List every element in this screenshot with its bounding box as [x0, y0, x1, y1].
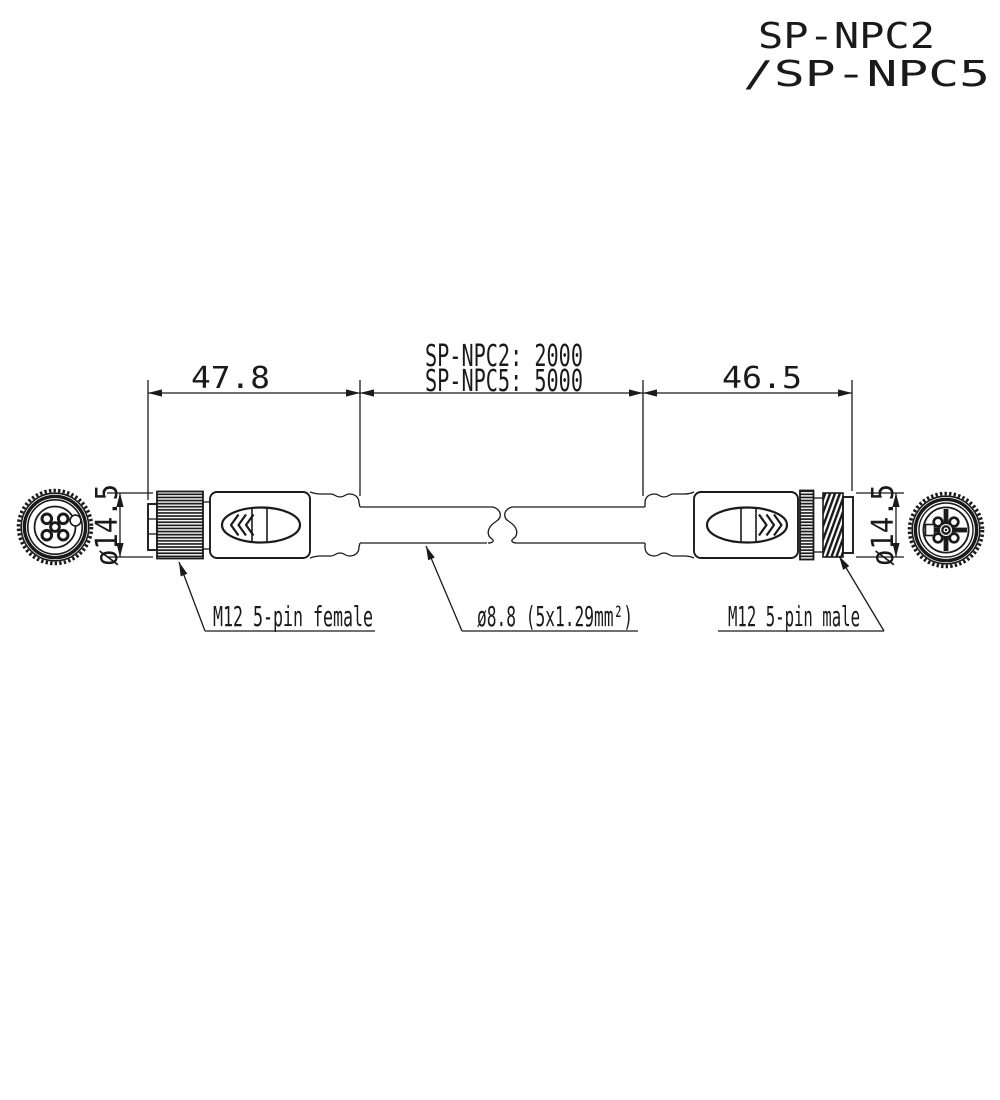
bend-relief-bottom [644, 543, 695, 559]
title-line-1: SP-NPC2 [758, 16, 935, 57]
bend-relief-top [309, 491, 361, 508]
callout-cable: ø8.8 (5x1.29mm²) [422, 544, 638, 633]
callout-cable-label: ø8.8 (5x1.29mm²) [477, 600, 633, 633]
keyway [924, 523, 936, 537]
socket-face [147, 503, 158, 551]
dim-female-length: 47.8 [191, 361, 270, 396]
bend-relief-bottom [309, 542, 361, 559]
dim-cable-length-npc5: SP-NPC5: 5000 [425, 364, 583, 399]
dim-female-diameter: ø14.5 [90, 484, 125, 566]
pin [932, 532, 944, 544]
logo-oval [220, 506, 302, 544]
pin [948, 532, 960, 544]
keying-notch [69, 514, 82, 527]
callout-male: M12 5-pin male [718, 554, 885, 633]
connector-body [209, 491, 311, 559]
title-line-2: /SP-NPC5 [743, 54, 990, 95]
chevron-left-icon [229, 513, 255, 537]
socket-hole [56, 512, 70, 526]
female-connector-side-view [147, 490, 361, 560]
cable [360, 506, 645, 544]
knurled-ring [799, 489, 815, 561]
thread-pilot-end [842, 496, 854, 554]
female-diameter-dimension: ø14.5 [90, 484, 153, 566]
socket-hole [40, 512, 54, 526]
dim-male-diameter: ø14.5 [866, 484, 901, 566]
cable-break-icon [487, 506, 501, 544]
title-block: SP-NPC2 /SP-NPC5 [743, 16, 990, 95]
logo-oval [705, 506, 789, 544]
threaded-section [822, 492, 844, 558]
callout-female-label: M12 5-pin female [213, 600, 373, 633]
pin [948, 516, 960, 528]
center-socket-hole [49, 521, 61, 533]
dim-cable-length-npc2: SP-NPC2: 2000 [425, 339, 583, 374]
male-face-view [907, 491, 985, 569]
male-diameter-dimension: ø14.5 [856, 484, 904, 566]
bend-relief-top [644, 491, 695, 507]
knurled-ring-icon [907, 491, 985, 569]
female-face-view [16, 488, 94, 566]
callout-male-label: M12 5-pin male [728, 600, 860, 633]
socket-hole [56, 528, 70, 542]
dim-male-length: 46.5 [722, 361, 802, 396]
socket-hole [40, 528, 54, 542]
chevron-right-icon [758, 513, 783, 537]
connector-body [693, 491, 799, 559]
knurled-ring-icon [16, 488, 94, 566]
male-connector-side-view [644, 489, 854, 561]
callout-female: M12 5-pin female [175, 560, 375, 633]
top-dimensions: 47.8 SP-NPC2: 2000 SP-NPC5: 5000 46.5 [147, 339, 853, 500]
cable-break-icon [504, 506, 518, 544]
pin [932, 516, 944, 528]
knurled-nut [156, 490, 204, 560]
